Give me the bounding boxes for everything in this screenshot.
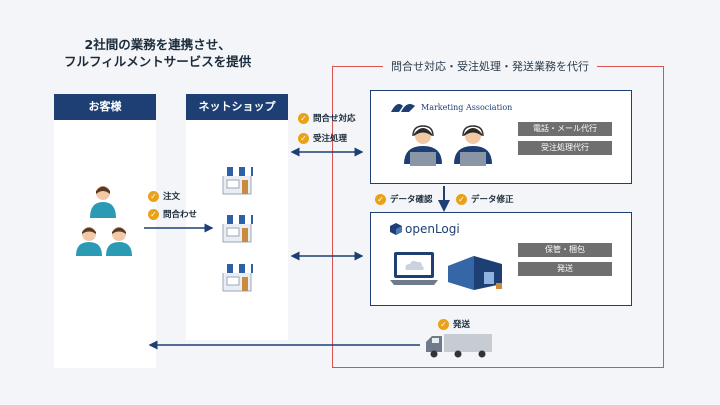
check-inquiry-label: 問合わせ <box>163 210 198 220</box>
shop-column-header: ネットショップ <box>186 94 288 120</box>
title-line-2: フルフィルメントサービスを提供 <box>64 54 252 69</box>
openlogi-logo: openLogi <box>390 222 460 236</box>
check-inquiry-response: ✓ 問合せ対応 <box>298 112 356 124</box>
check-icon: ✓ <box>298 112 309 124</box>
customer-column: お客様 <box>54 94 156 368</box>
marketing-logo-text: Marketing Association <box>421 102 513 112</box>
check-inquiry-response-label: 問合せ対応 <box>313 114 356 124</box>
check-icon: ✓ <box>456 193 467 205</box>
warehouse-icon <box>448 256 502 290</box>
check-data-confirm: ✓ データ確認 <box>375 193 433 205</box>
title-line-1: 2社間の業務を連携させ、 <box>84 37 231 52</box>
check-order-label: 注文 <box>163 192 181 202</box>
store-icon-2 <box>221 215 253 243</box>
openlogi-tag-storage-packing: 保管・梱包 <box>518 243 612 257</box>
page-title: 2社間の業務を連携させ、 フルフィルメントサービスを提供 <box>64 36 251 70</box>
openlogi-cube-icon <box>390 223 402 235</box>
check-data-fix-label: データ修正 <box>471 195 514 205</box>
check-icon: ✓ <box>438 318 449 330</box>
truck-icon <box>426 334 492 358</box>
operator-icon <box>404 125 442 166</box>
operator-icon-2 <box>454 125 492 166</box>
customer-person-icon-3 <box>106 227 132 256</box>
check-shipping: ✓ 発送 <box>438 318 470 330</box>
check-order-processing: ✓ 受注処理 <box>298 132 347 144</box>
check-data-fix: ✓ データ修正 <box>456 193 514 205</box>
marketing-logo-mark-icon <box>391 104 415 112</box>
customer-column-header: お客様 <box>54 94 156 120</box>
customer-person-icon <box>90 186 116 218</box>
openlogi-tag-shipping: 発送 <box>518 262 612 276</box>
openlogi-logo-text: openLogi <box>405 222 460 236</box>
marketing-logo: Marketing Association <box>389 100 512 114</box>
store-icon <box>221 167 253 195</box>
outsourcing-frame-title: 問合せ対応・受注処理・発送業務を代行 <box>383 58 597 74</box>
check-inquiry: ✓ 問合わせ <box>148 208 197 220</box>
marketing-tag-order-processing: 受注処理代行 <box>518 141 612 155</box>
check-icon: ✓ <box>148 190 159 202</box>
check-data-confirm-label: データ確認 <box>390 195 433 205</box>
laptop-cloud-icon <box>390 252 438 285</box>
check-order: ✓ 注文 <box>148 190 180 202</box>
check-order-processing-label: 受注処理 <box>313 134 348 144</box>
store-icon-3 <box>221 264 253 292</box>
check-icon: ✓ <box>148 208 159 220</box>
check-icon: ✓ <box>375 193 386 205</box>
marketing-tag-phone-email: 電話・メール代行 <box>518 122 612 136</box>
check-icon: ✓ <box>298 132 309 144</box>
customer-person-icon-2 <box>76 227 102 256</box>
check-shipping-label: 発送 <box>453 320 471 330</box>
